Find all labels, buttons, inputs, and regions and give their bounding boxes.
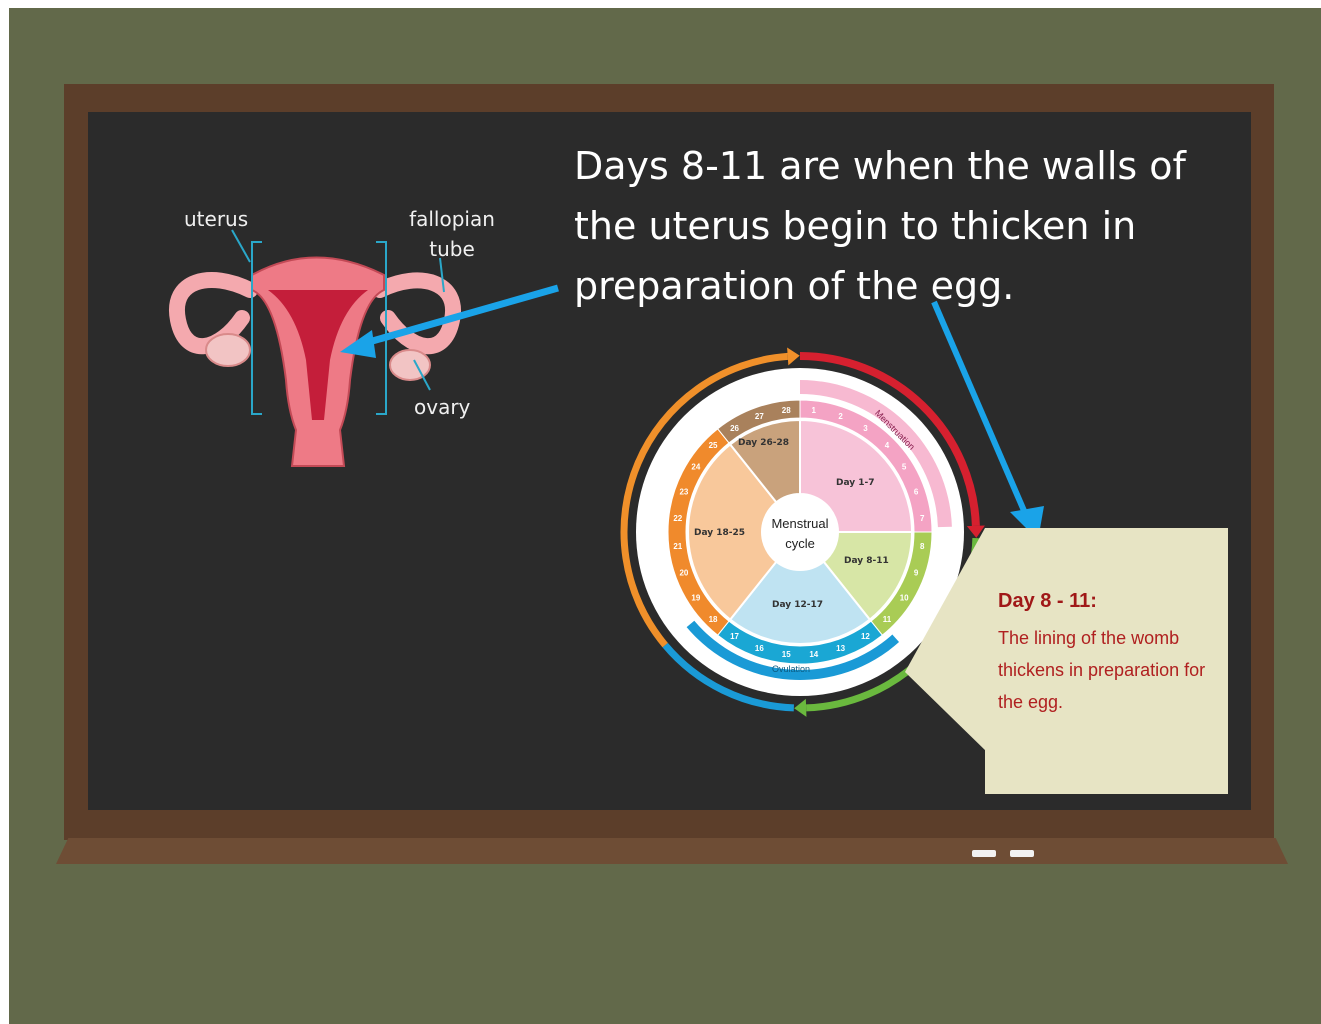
day-number: 7 bbox=[920, 514, 925, 523]
day-number: 27 bbox=[755, 412, 764, 421]
day-number: 15 bbox=[782, 650, 791, 659]
day-number: 8 bbox=[920, 542, 925, 551]
day-number: 4 bbox=[885, 441, 890, 450]
day-number: 1 bbox=[812, 406, 817, 415]
uterus-label: uterus bbox=[184, 204, 248, 234]
day-number: 24 bbox=[691, 463, 700, 472]
day-number: 23 bbox=[679, 487, 688, 496]
fallopian-tube-label: fallopian tube bbox=[400, 204, 504, 264]
phase-label-days-18-25: Day 18-25 bbox=[694, 528, 745, 538]
day-number: 2 bbox=[838, 412, 843, 421]
ovary-label: ovary bbox=[414, 392, 470, 422]
phase-label-days-26-28: Day 26-28 bbox=[738, 438, 789, 448]
info-card-title: Day 8 - 11: bbox=[998, 590, 1097, 613]
phase-label-days-1-7: Day 1-7 bbox=[836, 478, 875, 488]
day-number: 13 bbox=[836, 644, 845, 653]
day-number: 11 bbox=[883, 615, 892, 624]
day-number: 18 bbox=[709, 615, 718, 624]
cycle-center-label: Menstrual cycle bbox=[762, 514, 838, 554]
phase-label-days-8-11: Day 8-11 bbox=[844, 556, 889, 566]
day-number: 12 bbox=[861, 632, 870, 641]
day-number: 9 bbox=[914, 569, 919, 578]
info-card-body: The lining of the womb thickens in prepa… bbox=[998, 622, 1220, 718]
day-number: 6 bbox=[914, 487, 919, 496]
arrowhead-green bbox=[794, 699, 806, 717]
day-number: 26 bbox=[730, 424, 739, 433]
day-number: 21 bbox=[673, 542, 682, 551]
day-number: 10 bbox=[900, 593, 909, 602]
day-number: 20 bbox=[679, 569, 688, 578]
day-number: 16 bbox=[755, 644, 764, 653]
day-number: 19 bbox=[691, 593, 700, 602]
day-number: 28 bbox=[782, 406, 791, 415]
arrowhead-orange bbox=[787, 347, 800, 365]
ovulation-label: Ovulation bbox=[772, 664, 810, 674]
day-number: 5 bbox=[902, 463, 907, 472]
uterus-illustration bbox=[177, 230, 453, 466]
day-number: 17 bbox=[730, 632, 739, 641]
day-number: 3 bbox=[863, 424, 868, 433]
phase-label-days-12-17: Day 12-17 bbox=[772, 600, 823, 610]
day-number: 14 bbox=[809, 650, 818, 659]
day-number: 22 bbox=[673, 514, 682, 523]
day-number: 25 bbox=[709, 441, 718, 450]
